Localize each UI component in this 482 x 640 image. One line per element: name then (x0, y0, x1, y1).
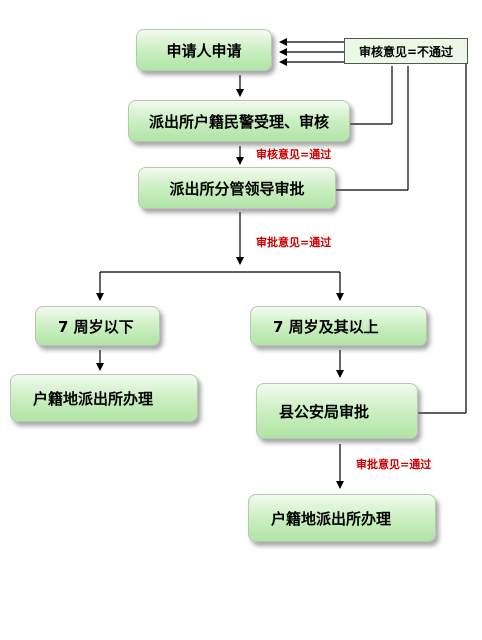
label-approve-pass-2: 审批意见=通过 (356, 458, 432, 471)
node-county-bureau: 县公安局审批 (256, 383, 418, 439)
node-applicant: 申请人申请 (136, 29, 272, 71)
node-police-review: 派出所户籍民警受理、审核 (128, 100, 350, 142)
label-rejected: 审核意见=不通过 (344, 38, 468, 64)
node-local-station-right: 户籍地派出所办理 (248, 494, 436, 542)
label-approve-pass-1: 审批意见=通过 (256, 236, 332, 249)
node-under7: 7 周岁以下 (35, 306, 160, 346)
node-leader-approval: 派出所分管领导审批 (138, 167, 336, 209)
node-over7: 7 周岁及其以上 (250, 306, 427, 346)
node-local-station-left: 户籍地派出所办理 (10, 374, 198, 422)
label-review-pass: 审核意见=通过 (256, 148, 332, 161)
